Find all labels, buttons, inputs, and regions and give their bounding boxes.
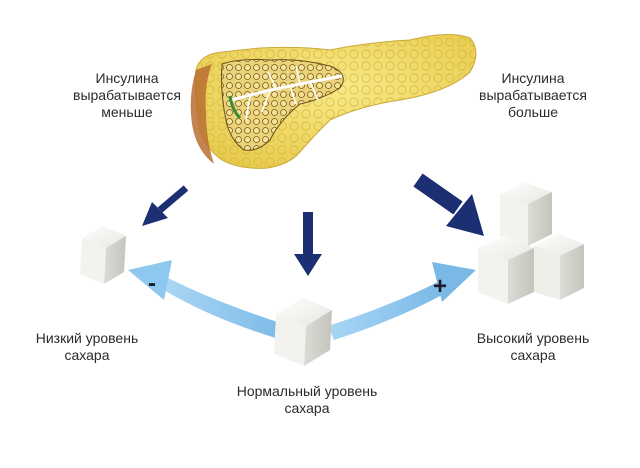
insulin-less-line-3: меньше bbox=[101, 104, 153, 120]
arrow-to-normal bbox=[294, 212, 322, 276]
high-sugar-line-1: Высокий уровень bbox=[476, 330, 590, 346]
arrow-to-low bbox=[142, 185, 189, 226]
sugar-cubes-high-icon bbox=[478, 182, 584, 304]
normal-sugar-line-1: Нормальный уровень bbox=[236, 383, 378, 399]
high-sugar-line-2: сахара bbox=[510, 347, 556, 363]
pancreas-icon bbox=[190, 34, 477, 169]
insulin-more-line-3: больше bbox=[508, 104, 558, 120]
plus-sign: + bbox=[433, 273, 448, 300]
insulin-more-line-2: вырабатывается bbox=[479, 87, 587, 103]
low-sugar-label: Низкий уровень сахара bbox=[22, 330, 152, 364]
insulin-less-line-2: вырабатывается bbox=[73, 87, 181, 103]
arrow-to-high bbox=[413, 173, 484, 236]
insulin-more-label: Инсулина вырабатывается больше bbox=[458, 70, 608, 121]
minus-sign: - bbox=[148, 270, 156, 297]
low-sugar-line-2: сахара bbox=[64, 347, 110, 363]
arrow-curve-minus bbox=[128, 260, 290, 340]
arrow-curve-plus bbox=[328, 262, 476, 340]
sugar-cube-low-icon bbox=[80, 226, 126, 284]
normal-sugar-line-2: сахара bbox=[284, 400, 330, 416]
insulin-less-line-1: Инсулина bbox=[95, 70, 159, 86]
insulin-less-label: Инсулина вырабатывается меньше bbox=[52, 70, 202, 121]
low-sugar-line-1: Низкий уровень bbox=[35, 330, 139, 346]
sugar-cube-normal-icon bbox=[274, 298, 332, 366]
high-sugar-label: Высокий уровень сахара bbox=[458, 330, 608, 364]
normal-sugar-label: Нормальный уровень сахара bbox=[222, 383, 392, 417]
insulin-more-line-1: Инсулина bbox=[501, 70, 565, 86]
